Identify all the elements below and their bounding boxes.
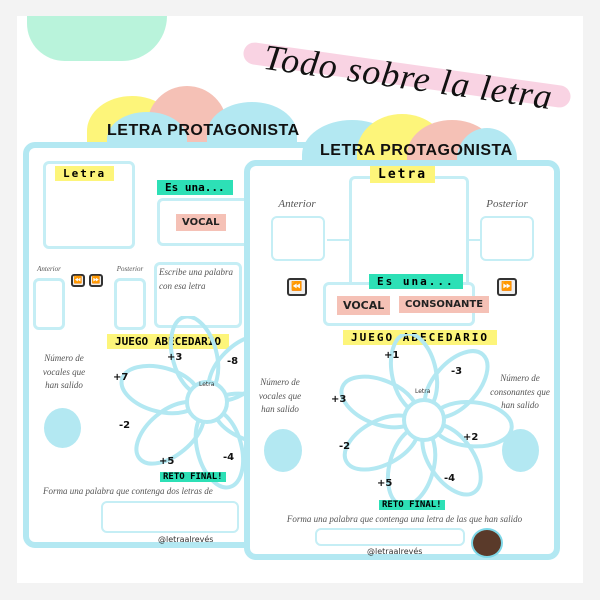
vocales-count-circle[interactable] (44, 408, 81, 448)
flower (119, 316, 293, 490)
petal-value: +1 (384, 350, 400, 361)
reto-final-label: RETO FINAL! (379, 500, 445, 510)
vocales-count-circle[interactable] (264, 429, 302, 472)
vocal-option[interactable]: VOCAL (337, 296, 391, 315)
decorative-blob (27, 16, 167, 61)
petal-value: +3 (331, 394, 347, 405)
letra-label: Letra (370, 166, 436, 183)
petal-value: -4 (444, 473, 456, 484)
reto-final-label: RETO FINAL! (160, 472, 226, 482)
anterior-label: Anterior (278, 198, 316, 210)
petal-value: +2 (463, 432, 479, 443)
petal-value: +5 (377, 478, 393, 489)
anterior-box (33, 278, 65, 330)
juego-title: JUEGO ABECEDARIO (107, 334, 229, 349)
petal-value: +3 (167, 352, 183, 363)
petal-value: +5 (159, 456, 175, 467)
author-logo (471, 528, 503, 558)
forward-icon: ⏩ (497, 278, 517, 296)
posterior-box (114, 278, 146, 330)
consonantes-count-circle[interactable] (502, 429, 539, 472)
petal-value: -8 (227, 356, 239, 367)
instagram-handle: @letraalrevés (158, 535, 214, 544)
petal-value: -4 (223, 452, 235, 463)
petal-value: -3 (451, 366, 463, 377)
arrow-right-icon (469, 239, 480, 241)
posterior-label: Posterior (486, 198, 528, 210)
rewind-icon: ⏪ (71, 274, 85, 287)
anterior-box[interactable] (271, 216, 325, 261)
posterior-label: Posterior (116, 265, 144, 273)
petal-value: -2 (339, 441, 351, 452)
flower-center-label: Letra (415, 388, 431, 395)
posterior-box[interactable] (480, 216, 534, 261)
consonantes-count-label: Número de consonantes que han salido (490, 373, 550, 410)
write-word-box (154, 262, 242, 328)
anterior-label: Anterior (37, 265, 61, 273)
sheet-header: LETRA PROTAGONISTA (320, 142, 513, 159)
forward-icon: ⏩ (89, 274, 103, 287)
letra-label: Letra (55, 166, 115, 181)
vocal-option: VOCAL (176, 214, 226, 231)
vocales-count-label: Número de vocales que han salido (42, 353, 86, 390)
flower-center-label: Letra (199, 381, 215, 388)
banner-title: Todo sobre la letra (261, 36, 556, 118)
arrow-left-icon (327, 239, 349, 241)
es-una-label: Es una... (369, 274, 463, 289)
reto-final-prompt: Forma una palabra que contenga una letra… (286, 514, 523, 524)
write-word-prompt: Escribe una palabra con esa letra (159, 267, 233, 291)
answer-box[interactable] (101, 501, 239, 533)
vocales-count-label: Número de vocales que han salido (258, 377, 302, 414)
flower (339, 334, 514, 508)
answer-box[interactable] (315, 528, 465, 546)
petal-value: +7 (113, 372, 129, 383)
instagram-handle: @letraalrevés (367, 547, 423, 556)
product-image: Todo sobre la letra LETRA PROTAGONISTA L… (17, 16, 583, 583)
sheet-header: LETRA PROTAGONISTA (107, 122, 300, 139)
consonante-option[interactable]: CONSONANTE (399, 296, 490, 313)
petal-value: -2 (119, 420, 131, 431)
es-una-label: Es una... (157, 180, 233, 195)
reto-final-prompt: Forma una palabra que contenga dos letra… (43, 486, 213, 496)
rewind-icon: ⏪ (287, 278, 307, 296)
